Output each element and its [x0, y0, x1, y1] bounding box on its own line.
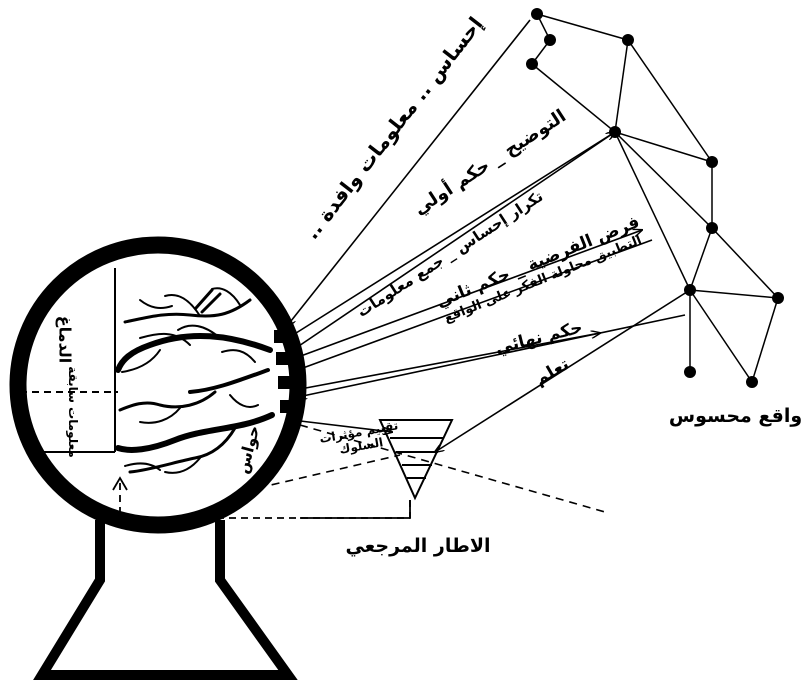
label-prior-information: معلومات سابقة: [66, 357, 80, 467]
label-reference-frame: الاطار المرجعي: [338, 535, 498, 557]
reference-link: [300, 500, 410, 518]
sense-marks: [196, 290, 220, 312]
head-stand: [42, 520, 288, 675]
label-sensed-reality: واقع محسوس: [668, 405, 803, 427]
head-outline: [18, 245, 298, 525]
